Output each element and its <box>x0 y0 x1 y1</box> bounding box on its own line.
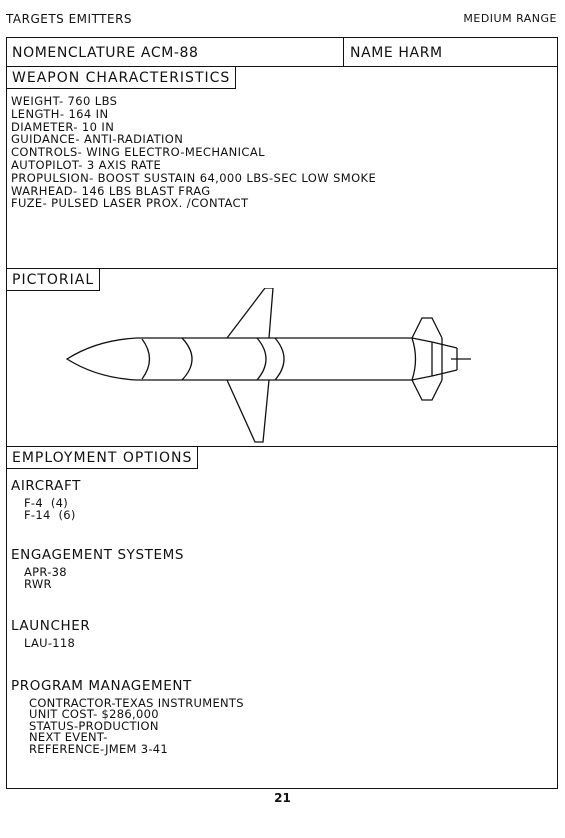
weapon-section-divider <box>7 268 557 269</box>
engagement-systems-heading: ENGAGEMENT SYSTEMS <box>11 547 185 563</box>
nomenclature-divider <box>7 66 557 67</box>
data-sheet-frame: NOMENCLATURE ACM-88 NAME HARM WEAPON CHA… <box>6 37 558 789</box>
nomenclature-field: NOMENCLATURE ACM-88 <box>12 45 199 61</box>
header-left: TARGETS EMITTERS <box>6 12 133 26</box>
spec-line: WEIGHT- 760 LBS <box>11 94 118 108</box>
spec-line: AUTOPILOT- 3 AXIS RATE <box>11 157 162 172</box>
pictorial-title: PICTORIAL <box>7 269 101 291</box>
engagement-systems-items: APR-38 RWR <box>24 565 244 591</box>
spec-line: CONTROLS- WING ELECTRO-MECHANICAL <box>11 145 265 160</box>
spec-line: PROPULSION- BOOST SUSTAIN 64,000 LBS-SEC… <box>11 170 377 185</box>
spec-line: DIAMETER- 10 IN <box>11 119 115 134</box>
program-management-items: CONTRACTOR-TEXAS INSTRUMENTS UNIT COST- … <box>29 695 244 756</box>
spec-line: LENGTH- 164 IN <box>11 106 109 121</box>
spec-line: FUZE- PULSED LASER PROX. /CONTACT <box>11 196 249 211</box>
aircraft-heading: AIRCRAFT <box>11 478 81 494</box>
pictorial-section-divider <box>7 446 557 447</box>
list-item: UNIT COST- $286,000 <box>29 707 159 721</box>
spec-line: GUIDANCE- ANTI-RADIATION <box>11 132 184 147</box>
name-field: NAME HARM <box>350 45 443 61</box>
list-item: CONTRACTOR-TEXAS INSTRUMENTS <box>29 695 244 710</box>
list-item: RWR <box>24 576 52 591</box>
list-item: STATUS-PRODUCTION <box>29 718 159 733</box>
page-number: 21 <box>274 791 291 805</box>
employment-options-title: EMPLOYMENT OPTIONS <box>7 447 199 469</box>
weapon-characteristics-title: WEAPON CHARACTERISTICS <box>7 67 237 89</box>
list-item: REFERENCE-JMEM 3-41 <box>29 741 169 756</box>
list-item: F-4 (4) <box>24 496 69 510</box>
weapon-specs-list: WEIGHT- 760 LBS LENGTH- 164 IN DIAMETER-… <box>11 95 376 210</box>
list-item: LAU-118 <box>24 636 76 650</box>
list-item: APR-38 <box>24 565 67 579</box>
program-management-heading: PROGRAM MANAGEMENT <box>11 677 192 694</box>
list-item: F-14 (6) <box>24 507 76 522</box>
launcher-heading: LAUNCHER <box>11 618 91 634</box>
missile-drawing <box>65 288 471 443</box>
employment-options-list: AIRCRAFT F-4 (4) F-14 (6) ENGAGEMENT SYS… <box>11 478 244 755</box>
aircraft-items: F-4 (4) F-14 (6) <box>24 496 244 522</box>
list-item: NEXT EVENT- <box>29 730 108 744</box>
launcher-items: LAU-118 <box>24 636 244 650</box>
spec-line: WARHEAD- 146 LBS BLAST FRAG <box>11 183 211 198</box>
name-divider <box>343 38 344 66</box>
header-right: MEDIUM RANGE <box>463 12 557 25</box>
